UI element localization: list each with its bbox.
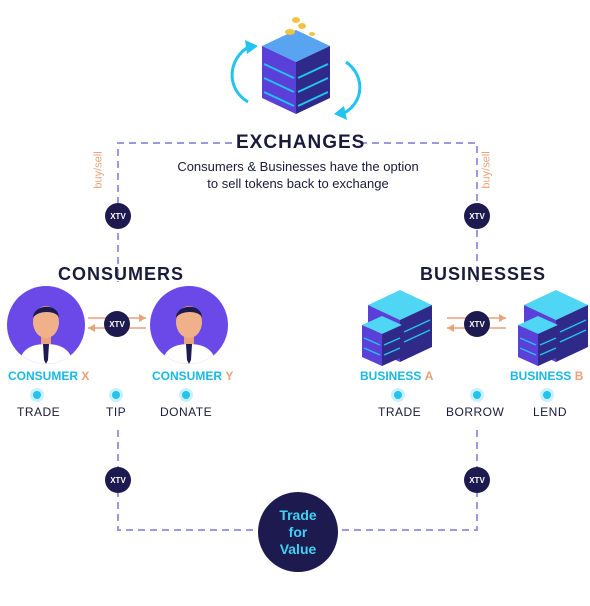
- xtv-badge-bottom-left: XTV: [105, 467, 131, 493]
- left-buy-sell-label: buy/sell: [92, 151, 105, 189]
- bullet-dot: [543, 391, 551, 399]
- xtv-badge-bottom-right: XTV: [464, 467, 490, 493]
- consumer-x-word: CONSUMER: [8, 369, 79, 383]
- xtv-badge-top-left: XTV: [105, 203, 131, 229]
- consumer-y-word: CONSUMER: [152, 369, 223, 383]
- exchanges-subtitle: Consumers & Businesses have the option t…: [150, 158, 446, 192]
- trade-for-value-line3: Value: [279, 540, 317, 557]
- person-icon: [19, 306, 73, 364]
- consumer-y-letter: Y: [225, 369, 234, 383]
- consumer-action-trade: TRADE: [17, 405, 61, 419]
- xtv-badge-top-right: XTV: [464, 203, 490, 229]
- xtv-badge-consumers: XTV: [104, 311, 130, 337]
- bullet-dot: [182, 391, 190, 399]
- exchange-server-icon: [262, 17, 330, 114]
- right-buy-sell-label: buy/sell: [480, 151, 493, 189]
- exchanges-subtitle-line2: to sell tokens back to exchange: [207, 176, 389, 191]
- consumer-x-label: CONSUMER X: [8, 369, 89, 383]
- business-a-word: BUSINESS: [360, 369, 422, 383]
- business-b-letter: B: [574, 369, 584, 383]
- business-b-label: BUSINESS B: [510, 369, 583, 383]
- trade-for-value-line1: Trade: [279, 506, 317, 523]
- bullet-dot: [33, 391, 41, 399]
- bullet-dot: [394, 391, 402, 399]
- trade-for-value-circle: Trade for Value: [258, 492, 338, 572]
- businesses-title: BUSINESSES: [420, 264, 547, 284]
- business-action-borrow: BORROW: [446, 405, 505, 419]
- business-action-trade: TRADE: [378, 405, 422, 419]
- business-b-word: BUSINESS: [510, 369, 572, 383]
- business-b-server-icon: [518, 290, 588, 366]
- trade-for-value-line2: for: [288, 523, 308, 540]
- consumer-action-tip: TIP: [106, 405, 127, 419]
- consumer-action-donate: DONATE: [160, 405, 213, 419]
- consumer-y-label: CONSUMER Y: [152, 369, 233, 383]
- bullet-dot: [112, 391, 120, 399]
- business-a-server-icon: [362, 290, 432, 366]
- consumer-x-avatar: [7, 286, 85, 364]
- bullet-dot: [473, 391, 481, 399]
- consumers-title: CONSUMERS: [58, 264, 185, 284]
- consumer-y-avatar: [150, 286, 228, 364]
- business-action-lend: LEND: [533, 405, 568, 419]
- person-icon: [162, 306, 216, 364]
- business-a-label: BUSINESS A: [360, 369, 433, 383]
- exchanges-title: EXCHANGES: [236, 132, 366, 153]
- exchanges-subtitle-line1: Consumers & Businesses have the option: [177, 159, 419, 174]
- xtv-badge-businesses: XTV: [464, 311, 490, 337]
- business-a-letter: A: [424, 369, 434, 383]
- consumer-x-letter: X: [81, 369, 90, 383]
